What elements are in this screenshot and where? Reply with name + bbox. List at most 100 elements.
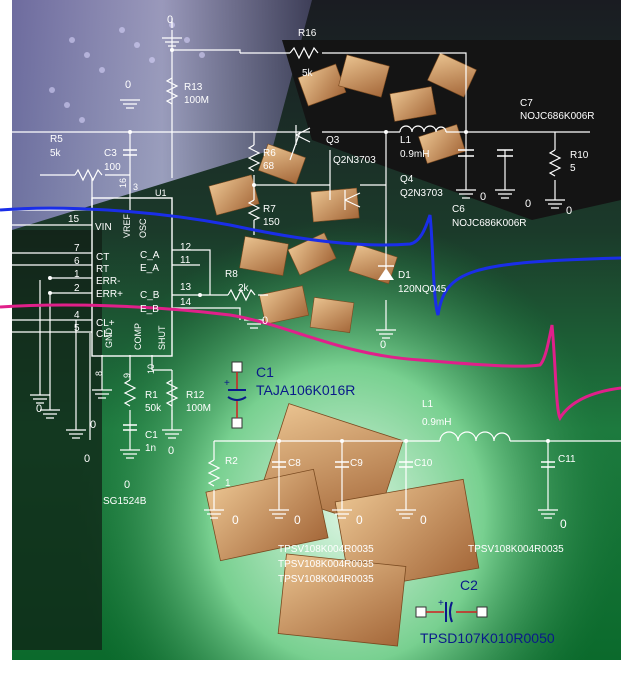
part-list-1: TPSV108K004R0035 <box>278 544 374 555</box>
ground-label: 0 <box>380 339 386 351</box>
pin-name: VIN <box>95 222 112 233</box>
capacitor-c1-small-symbol <box>123 424 137 431</box>
ground-label: 0 <box>125 79 131 91</box>
ground-label: 0 <box>525 198 531 210</box>
ground-label: 0 <box>480 191 486 203</box>
d1-ref: D1 <box>398 270 411 281</box>
ground-symbols <box>30 37 565 519</box>
r10-ref: R10 <box>570 150 589 161</box>
capacitor-c11-symbol <box>541 461 555 468</box>
ground-label: 0 <box>90 419 96 431</box>
capacitor-c8-symbol <box>272 461 286 468</box>
c7-value: NOJC686K006R <box>520 111 594 122</box>
l1-bottom-value: 0.9mH <box>422 417 451 428</box>
r8-value: 2k <box>238 283 250 294</box>
c11-part: TPSV108K004R0035 <box>468 544 564 555</box>
resistor-r13-symbol <box>165 77 179 105</box>
pin-num: 8 <box>94 371 104 376</box>
pin-num: 5 <box>74 323 80 334</box>
c6-ref: C6 <box>452 204 465 215</box>
r8-ref: R8 <box>225 269 238 280</box>
c2-ref: C2 <box>460 577 478 593</box>
pin-num: 13 <box>180 282 192 293</box>
pin-num: 14 <box>180 297 192 308</box>
svg-text:+: + <box>224 378 230 389</box>
resistor-r6-symbol <box>247 144 261 172</box>
pin-name: C_A <box>140 250 160 261</box>
capacitor-c9-symbol <box>335 461 349 468</box>
c3-ref: C3 <box>104 148 117 159</box>
ground-label: 0 <box>560 517 567 531</box>
r13-value: 100M <box>184 95 209 106</box>
resistor-r5-symbol <box>74 168 103 182</box>
q4-ref: Q4 <box>400 174 414 185</box>
trace-magenta-waveform <box>0 303 621 422</box>
pin-name: CT <box>96 252 109 263</box>
ground-label: 0 <box>420 513 427 527</box>
r6-ref: R6 <box>263 148 276 159</box>
pin-name: CL- <box>96 329 112 340</box>
pin-name: RT <box>96 264 109 275</box>
pin-num: 16 <box>118 178 128 188</box>
capacitor-c10-symbol <box>399 461 413 468</box>
r12-ref: R12 <box>186 390 205 401</box>
resistor-r8-symbol <box>227 288 256 302</box>
ground-label: 0 <box>124 479 130 491</box>
trace-blue-waveform <box>0 206 621 316</box>
ic-u1-body <box>91 197 173 357</box>
capacitor-c6-symbol <box>458 149 474 157</box>
capacitor-c2-part-symbol: + <box>415 598 488 623</box>
resistor-r16-symbol <box>289 46 319 60</box>
ground-label: 0 <box>167 14 173 26</box>
c1-value: TAJA106K016R <box>256 382 355 398</box>
pin-name: GND <box>104 328 114 349</box>
c3-value: 100 <box>104 162 121 173</box>
transistor-q4-symbol <box>344 190 361 210</box>
ground-label: 0 <box>36 403 42 415</box>
q3-value: Q2N3703 <box>333 155 376 166</box>
capacitor-c1-part-symbol: + <box>224 361 247 429</box>
transistor-q3-symbol <box>295 125 311 145</box>
r10-value: 5 <box>570 163 576 174</box>
r7-ref: R7 <box>263 204 276 215</box>
ground-label: 0 <box>294 513 301 527</box>
resistor-r7-symbol <box>247 199 261 221</box>
c8-ref: C8 <box>288 458 301 469</box>
pin-name: C_B <box>140 290 160 301</box>
r5-value: 5k <box>50 148 62 159</box>
pin-name: E_A <box>140 263 159 274</box>
l1-top-value: 0.9mH <box>400 149 429 160</box>
pin-name: ERR- <box>96 276 120 287</box>
d1-value: 120NQ045 <box>398 284 447 295</box>
c10-ref: C10 <box>414 458 433 469</box>
resistor-r12-symbol <box>165 379 179 407</box>
pin-name: E_B <box>140 304 159 315</box>
pin-num: 4 <box>74 310 80 321</box>
c1-small-value: 1n <box>145 443 156 454</box>
pin-name: CL+ <box>96 318 115 329</box>
r2-value: 1 <box>225 478 231 489</box>
r6-value: 68 <box>263 161 275 172</box>
part-list-3: TPSV108K004R0035 <box>278 574 374 585</box>
pin-num: 15 <box>68 214 80 225</box>
pin-num: 12 <box>180 242 192 253</box>
diode-d1-symbol <box>378 265 394 280</box>
pin-num: 11 <box>180 255 191 266</box>
c6-value: NOJC686K006R <box>452 218 526 229</box>
pin-num: 2 <box>74 283 80 294</box>
r1-value: 50k <box>145 403 162 414</box>
ic-u1-part: SG1524B <box>103 496 147 507</box>
resistor-r1-symbol <box>123 379 137 407</box>
capacitor-c3-symbol <box>123 149 137 156</box>
inductor-l1-top-symbol <box>399 125 447 133</box>
pin-num: 1 <box>74 269 80 280</box>
pin-name: COMP <box>133 323 143 350</box>
c1-ref: C1 <box>256 364 274 380</box>
pin-name: VREF <box>122 213 132 238</box>
pin-num: 7 <box>74 243 80 254</box>
l1-bottom-ref: L1 <box>422 399 434 410</box>
inductor-l1-bottom-symbol <box>439 431 511 442</box>
capacitor-c7-symbol <box>497 149 513 157</box>
r13-ref: R13 <box>184 82 203 93</box>
